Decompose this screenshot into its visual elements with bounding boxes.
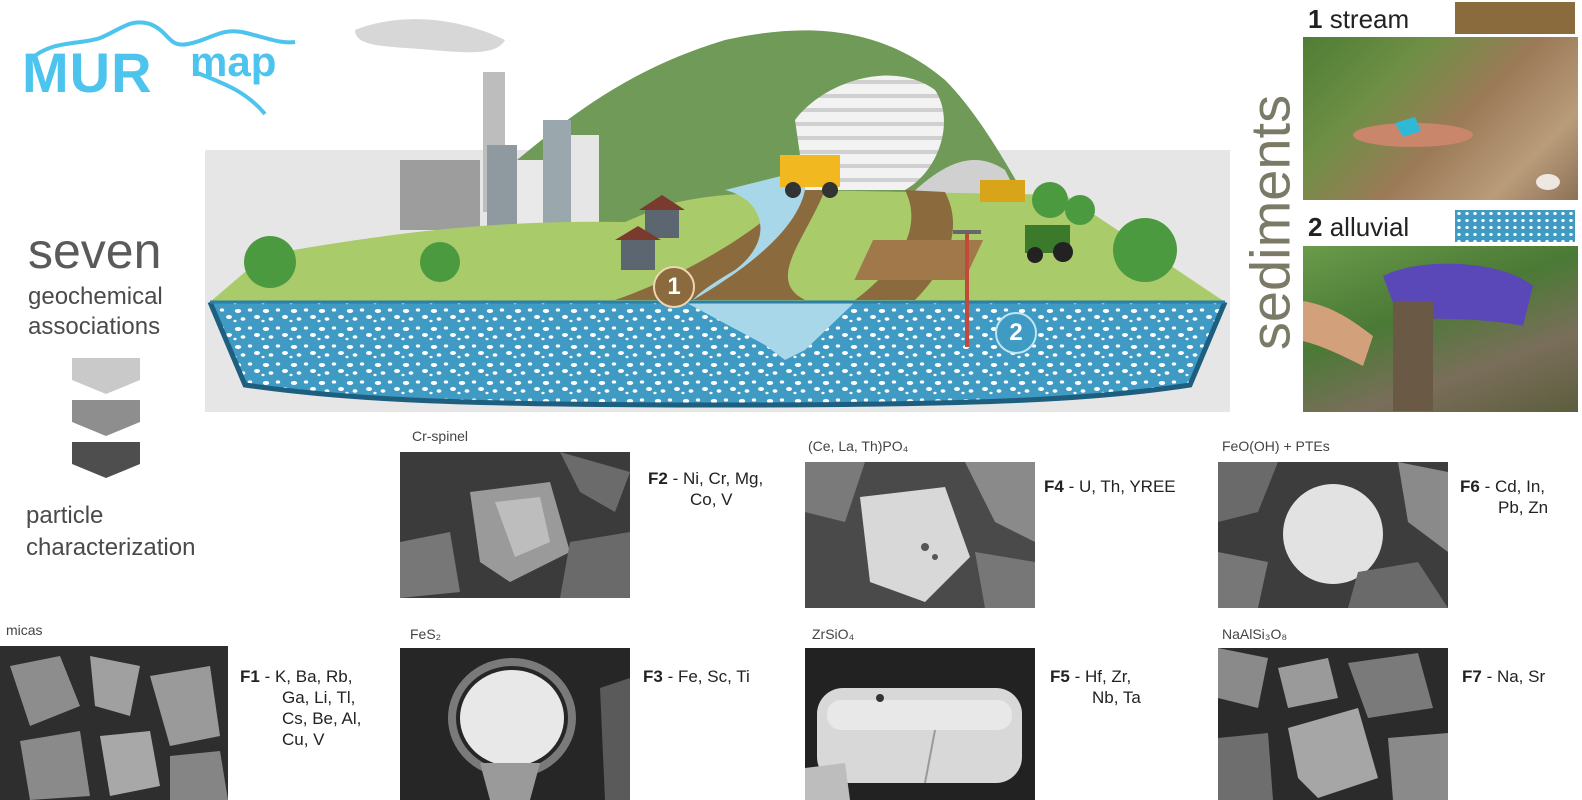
- logo-outline-icon: [28, 20, 296, 116]
- sem-albite: [1218, 648, 1448, 800]
- stream-label: 1 stream: [1308, 4, 1409, 35]
- assoc-f1-elements-2: Ga, Li, Tl,: [282, 688, 356, 707]
- caption-albite: NaAlSi₃O₈: [1222, 626, 1288, 642]
- assoc-f1-id: F1: [240, 667, 260, 686]
- assoc-f6-id: F6: [1460, 477, 1480, 496]
- sem-monazite: [805, 462, 1035, 608]
- assoc-f5-elements: - Hf, Zr,: [1069, 667, 1132, 686]
- sem-pyrite: [400, 648, 630, 800]
- stream-swatch: [1455, 2, 1575, 34]
- landscape-illustration: 1 2: [205, 0, 1235, 418]
- caption-monazite: (Ce, La, Th)PO₄: [808, 438, 909, 454]
- alluvial-text: alluvial: [1329, 212, 1410, 242]
- logo-map-text: map: [190, 38, 277, 85]
- assoc-f5-elements-2: Nb, Ta: [1092, 688, 1141, 707]
- assoc-f4: F4 - U, Th, YREE: [1044, 476, 1224, 497]
- assoc-f1-elements-4: Cu, V: [282, 730, 325, 749]
- assoc-f5: F5 - Hf, Zr, Nb, Ta: [1050, 666, 1190, 708]
- sediments-title: sediments: [1238, 94, 1302, 351]
- assoc-f4-id: F4: [1044, 477, 1064, 496]
- caption-pyrite: FeS₂: [410, 626, 442, 642]
- assoc-f6-elements: - Cd, In,: [1479, 477, 1546, 496]
- sem-micas: [0, 646, 228, 800]
- caption-cr-spinel: Cr-spinel: [412, 428, 469, 444]
- stream-photo: [1303, 37, 1578, 200]
- assoc-f6: F6 - Cd, In, Pb, Zn: [1460, 476, 1580, 518]
- particle-characterization-label: particle characterization: [26, 502, 196, 561]
- seven-heading: seven: [28, 223, 162, 279]
- stream-text: stream: [1329, 4, 1410, 34]
- assoc-f4-elements: - U, Th, YREE: [1063, 477, 1176, 496]
- sem-zircon: [805, 648, 1035, 800]
- stream-number: 1: [1308, 4, 1323, 34]
- assoc-f2: F2 - Ni, Cr, Mg, Co, V: [648, 468, 798, 510]
- chevron-icon-3: [72, 442, 140, 478]
- alluvial-swatch: [1455, 210, 1575, 242]
- chevron-icon-1: [72, 358, 140, 394]
- chevron-icon-2: [72, 400, 140, 436]
- assoc-f7-id: F7: [1462, 667, 1482, 686]
- assoc-f7-elements: - Na, Sr: [1481, 667, 1546, 686]
- assoc-f3-elements: - Fe, Sc, Ti: [662, 667, 750, 686]
- assoc-f1-elements-3: Cs, Be, Al,: [282, 709, 362, 728]
- assoc-f3: F3 - Fe, Sc, Ti: [643, 666, 793, 687]
- alluvial-photo: [1303, 246, 1578, 412]
- logo-mur-text: MUR: [22, 41, 153, 104]
- assoc-f5-id: F5: [1050, 667, 1070, 686]
- sem-cr-spinel: [400, 452, 630, 598]
- assoc-f6-elements-2: Pb, Zn: [1498, 498, 1549, 517]
- assoc-f1: F1 - K, Ba, Rb, Ga, Li, Tl, Cs, Be, Al, …: [240, 666, 400, 750]
- alluvial-label: 2 alluvial: [1308, 212, 1409, 243]
- marker-2: 2: [995, 312, 1037, 354]
- geochemical-associations-label: geochemical associations: [28, 283, 163, 340]
- caption-zircon: ZrSiO₄: [812, 626, 855, 642]
- marker-1: 1: [653, 266, 695, 308]
- assoc-f2-elements: - Ni, Cr, Mg,: [667, 469, 764, 488]
- alluvial-number: 2: [1308, 212, 1323, 242]
- murmap-logo: [20, 10, 310, 120]
- caption-micas: micas: [6, 622, 43, 638]
- assoc-f2-id: F2: [648, 469, 668, 488]
- sem-goethite: [1218, 462, 1448, 608]
- caption-goethite: FeO(OH) + PTEs: [1222, 438, 1330, 454]
- sediments-vertical-title: sediments: [1238, 80, 1302, 360]
- assoc-f1-elements: - K, Ba, Rb,: [259, 667, 353, 686]
- assoc-f2-elements-2: Co, V: [690, 490, 733, 509]
- assoc-f3-id: F3: [643, 667, 663, 686]
- assoc-f7: F7 - Na, Sr: [1462, 666, 1582, 687]
